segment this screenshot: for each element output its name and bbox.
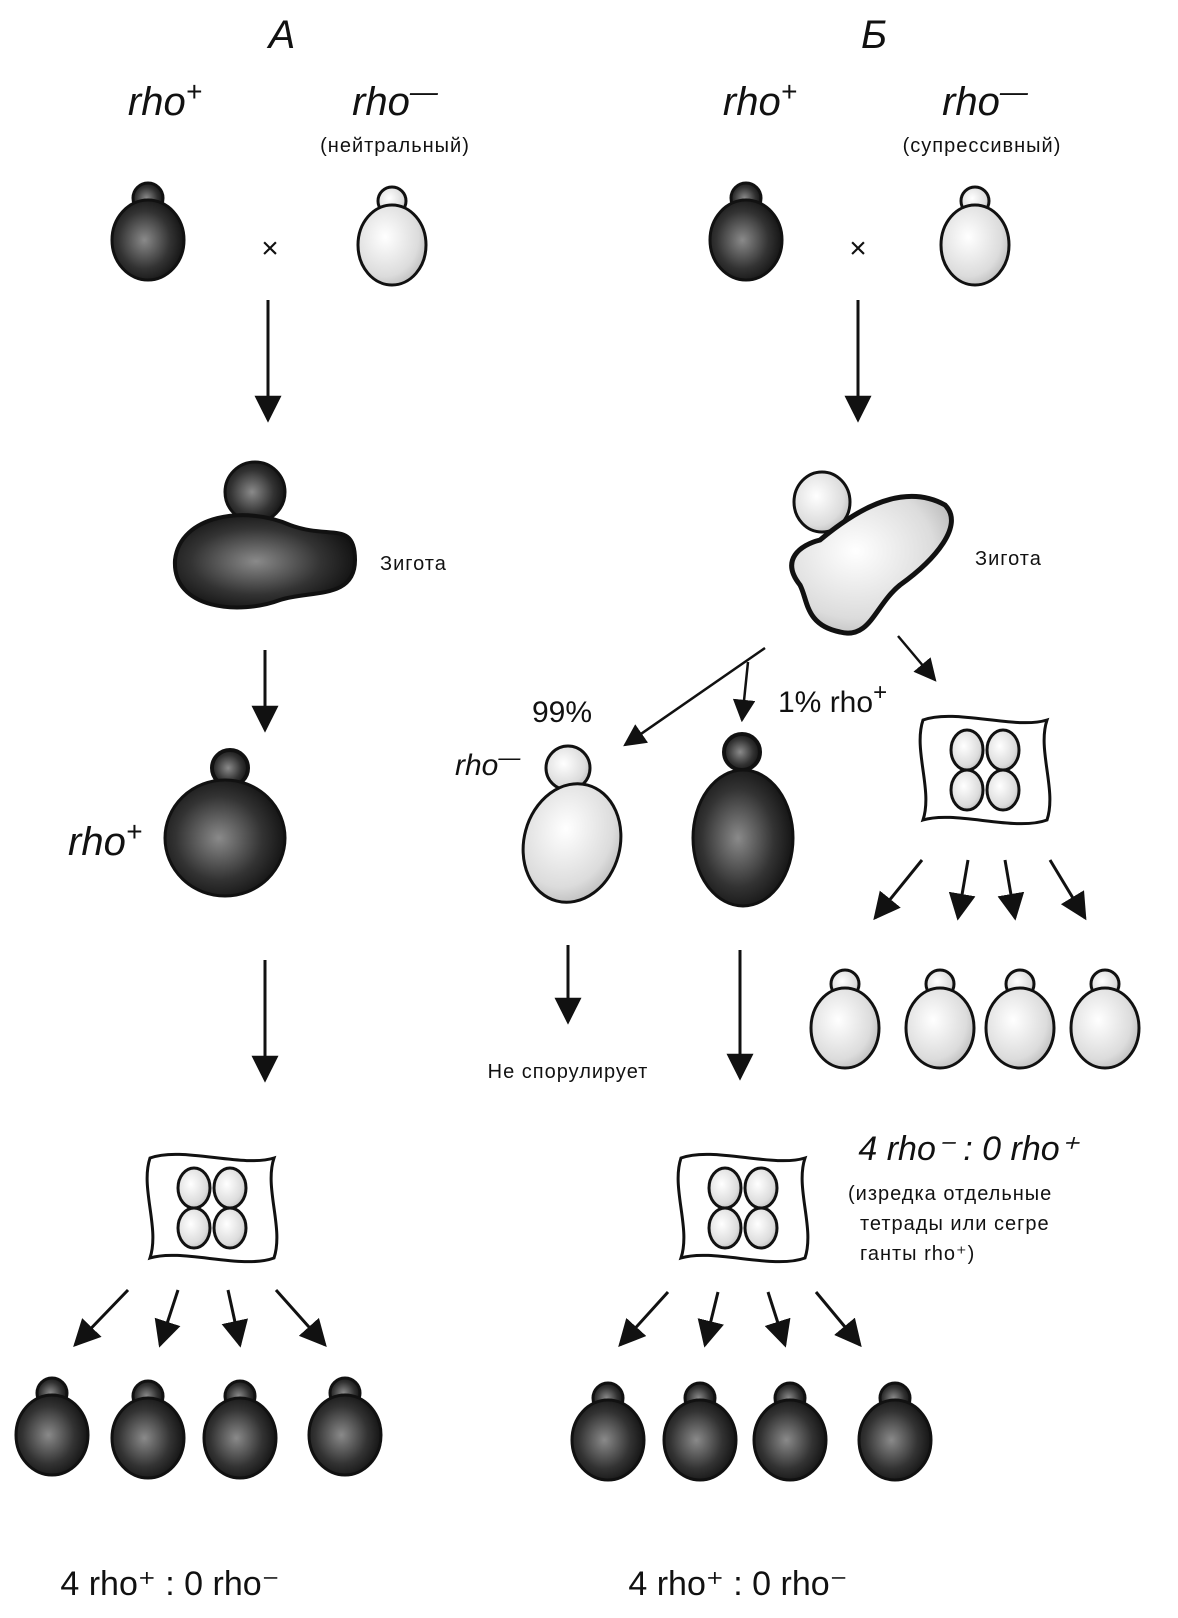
arrow-a-spore-2 [160,1290,178,1345]
zygote-a-label: Зигота [380,553,447,575]
spore-a-1 [16,1378,88,1475]
spore-b-minor-2 [906,970,974,1068]
branch-dark-cell [693,734,793,906]
arrow-b-dark-branch [742,662,748,720]
panel-a-label: А [267,13,296,57]
arrow-a-spore-1 [75,1290,128,1345]
parent-b1-cell [710,183,782,280]
arrow-b-minor [898,636,935,680]
ascus-a [147,1154,277,1261]
arrow-b-minor-spore-4 [1050,860,1085,918]
cross-symbol-a: × [261,232,279,265]
spore-b-minor-3 [986,970,1054,1068]
parent-b2-genotype: rho— [942,76,1029,124]
parent-a2-note: (нейтральный) [320,135,470,157]
zygote-b-label: Зигота [975,548,1042,570]
ascus-b-minor [920,716,1050,823]
arrow-a-spore-4 [276,1290,325,1345]
pct-major-label: 99% [532,696,592,729]
spore-b-1 [572,1383,644,1480]
ratio-a: 4 rho⁺ : 0 rho⁻ [60,1565,279,1603]
note-line-2: тетрады или сегре [860,1213,1050,1235]
spore-a-2 [112,1381,184,1478]
zygote-a [175,462,355,607]
spore-b-minor-4 [1071,970,1139,1068]
parent-a1-genotype: rho+ [128,76,202,124]
ratio-b-right: 4 rho⁻ : 0 rho⁺ [858,1130,1080,1168]
spore-a-3 [204,1381,276,1478]
arrow-a-spore-3 [228,1290,240,1345]
branch-light-cell [510,746,634,913]
progeny-a-genotype: rho+ [68,816,142,864]
spore-b-minor-1 [811,970,879,1068]
arrow-b-minor-spore-1 [875,860,922,918]
note-line-3: ганты rho⁺) [860,1243,975,1265]
spore-b-2 [664,1383,736,1480]
spore-b-4 [859,1383,931,1480]
parent-b2-note: (супрессивный) [903,135,1062,157]
no-sporulation-label: Не спорулирует [488,1061,649,1083]
arrow-b-minor-spore-3 [1005,860,1015,918]
arrow-b-spore-3 [768,1292,785,1345]
parent-b1-genotype: rho+ [723,76,797,124]
zygote-b [792,472,952,633]
panel-b-label: Б [861,13,887,57]
branch-genotype: rho— [455,745,521,782]
ratio-b: 4 rho⁺ : 0 rho⁻ [628,1565,847,1603]
cross-symbol-b: × [849,232,867,265]
parent-a2-genotype: rho— [352,76,439,124]
panel-a: А rho+ rho— (нейтральный) × Зигота rho+ [16,13,470,1603]
panel-b: Б rho+ rho— (супрессивный) × Зигота 99% … [455,13,1139,1603]
pct-minor-label: 1% rho+ [778,679,887,719]
arrow-b-spore-2 [705,1292,718,1345]
arrow-b-minor-spore-2 [958,860,968,918]
parent-a2-cell [358,187,426,285]
spore-a-4 [309,1378,381,1475]
note-line-1: (изредка отдельные [848,1183,1052,1205]
arrow-b-spore-4 [816,1292,860,1345]
parent-a1-cell [112,183,184,280]
parent-b2-cell [941,187,1009,285]
spore-b-3 [754,1383,826,1480]
arrow-b-spore-1 [620,1292,668,1345]
ascus-b [678,1154,808,1261]
progeny-a-cell [165,750,285,896]
